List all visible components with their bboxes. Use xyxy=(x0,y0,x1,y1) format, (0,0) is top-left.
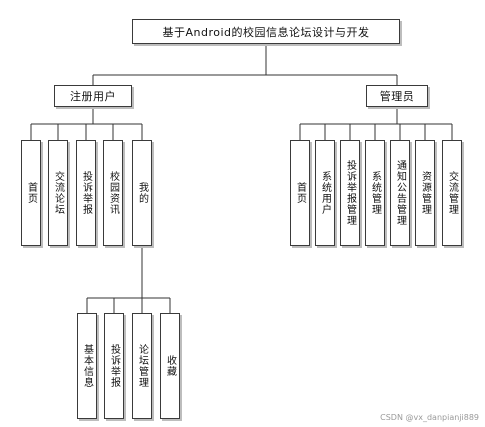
my-child-label-2: 投诉举报 xyxy=(108,344,120,388)
admin-child-node-1: 首页 xyxy=(290,140,310,246)
user-child-node-1: 首页 xyxy=(21,140,41,246)
admin-child-label-5: 通知公告管理 xyxy=(394,160,406,226)
root-node-label: 基于Android的校园信息论坛设计与开发 xyxy=(162,25,370,39)
admin-child-label-2: 系统用户 xyxy=(319,171,331,215)
my-child-node-1: 基本信息 xyxy=(77,313,97,419)
user-child-label-1: 首页 xyxy=(25,182,37,204)
registered-user-label: 注册用户 xyxy=(70,90,116,103)
admin-child-label-1: 首页 xyxy=(294,182,306,204)
root-node: 基于Android的校园信息论坛设计与开发 xyxy=(132,19,400,44)
admin-label: 管理员 xyxy=(379,90,415,103)
admin-child-node-5: 通知公告管理 xyxy=(390,140,410,246)
admin-child-label-7: 交流管理 xyxy=(446,171,458,215)
admin-child-node-4: 系统管理 xyxy=(365,140,385,246)
user-child-label-3: 投诉举报 xyxy=(80,171,92,215)
admin-child-node-2: 系统用户 xyxy=(315,140,335,246)
registered-user-node: 注册用户 xyxy=(54,85,132,107)
user-child-node-4: 校园资讯 xyxy=(103,140,123,246)
admin-child-node-3: 投诉举报管理 xyxy=(340,140,360,246)
admin-child-label-4: 系统管理 xyxy=(369,171,381,215)
user-child-node-5: 我的 xyxy=(132,140,152,246)
my-child-label-3: 论坛管理 xyxy=(136,344,148,388)
user-child-label-2: 交流论坛 xyxy=(52,171,64,215)
my-child-node-3: 论坛管理 xyxy=(132,313,152,419)
admin-child-label-6: 资源管理 xyxy=(419,171,431,215)
my-child-label-1: 基本信息 xyxy=(81,344,93,388)
user-child-label-5: 我的 xyxy=(136,182,148,204)
admin-child-node-6: 资源管理 xyxy=(415,140,435,246)
admin-node: 管理员 xyxy=(366,85,428,107)
csdn-watermark: CSDN @vx_danpianji889 xyxy=(380,413,479,422)
user-child-node-2: 交流论坛 xyxy=(48,140,68,246)
my-child-node-2: 投诉举报 xyxy=(104,313,124,419)
admin-child-node-7: 交流管理 xyxy=(442,140,462,246)
user-child-label-4: 校园资讯 xyxy=(107,171,119,215)
my-child-label-4: 收藏 xyxy=(164,355,176,377)
user-child-node-3: 投诉举报 xyxy=(76,140,96,246)
my-child-node-4: 收藏 xyxy=(160,313,180,419)
admin-child-label-3: 投诉举报管理 xyxy=(344,160,356,226)
